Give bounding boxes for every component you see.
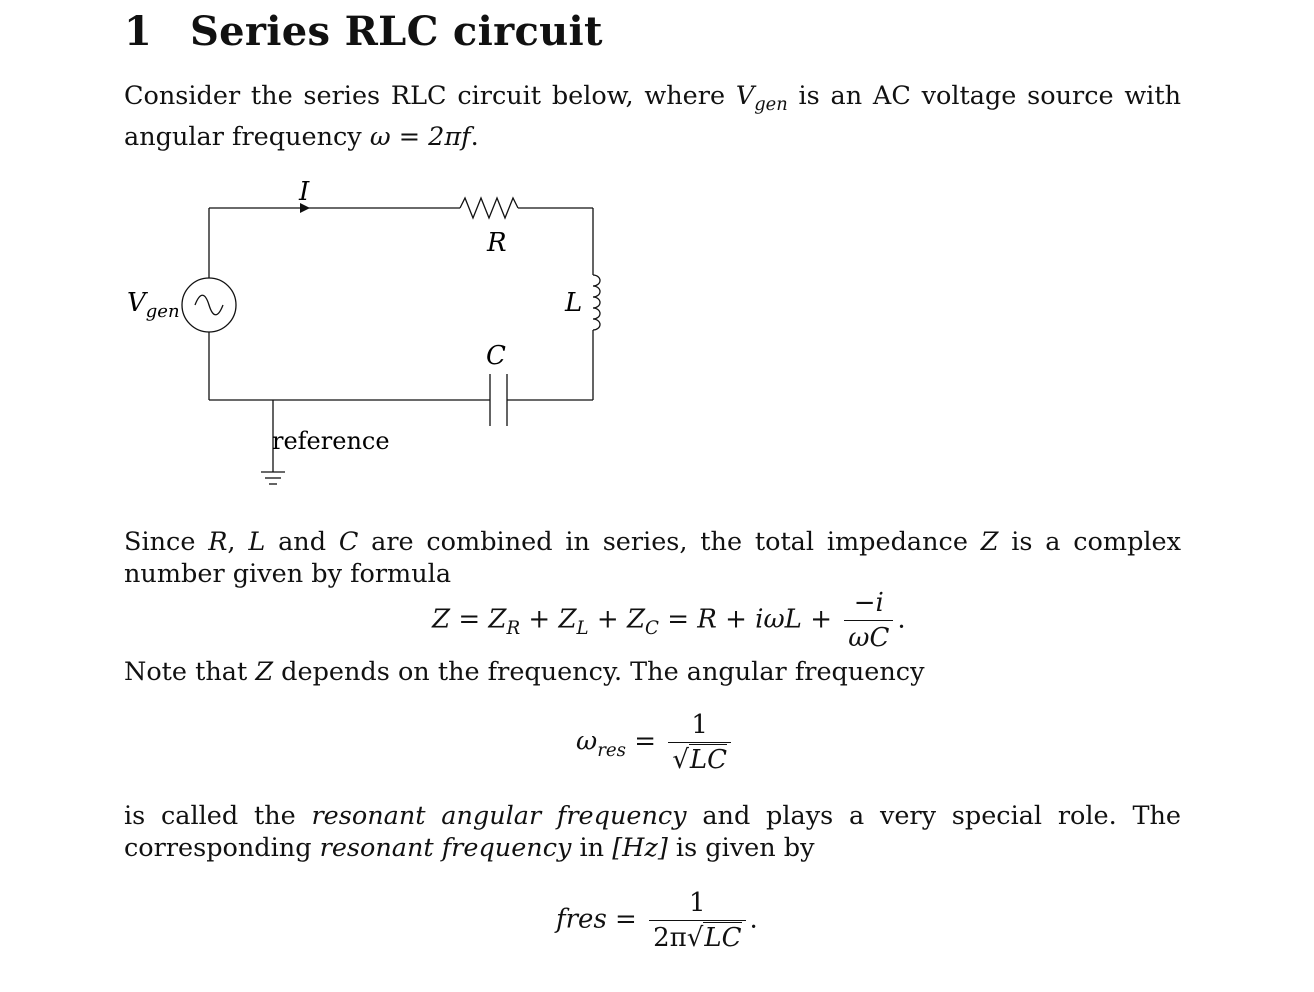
resonant-text-c: in [579,833,605,863]
symbol-l: L [248,527,266,557]
resistor-label: R [486,228,507,258]
impedance-text-c: is a complex number given by formula [124,527,1182,589]
impedance-text-b: are combined in series, the total impeda… [371,527,968,557]
omega-symbol: ω [576,726,598,757]
impedance-paragraph: Since R, L and C are combined in series,… [124,526,1181,590]
rlc-circuit-diagram: I R L C Vgen reference [127,177,601,485]
omega-denominator: √LC [668,742,732,777]
zr-sub: R [506,617,521,639]
resonant-paragraph: is called the resonant angular frequency… [124,800,1181,864]
section-heading: 1 Series RLC circuit [124,8,603,55]
inductor-label: L [564,288,582,318]
symbol-z: Z [980,527,999,557]
fres-symbol: fres [556,904,607,935]
omega-numerator: 1 [691,710,708,740]
symbol-r: R [208,527,228,557]
resonant-text-d: is given by [675,833,815,863]
zl-sub: L [576,617,589,639]
sqrt-icon: √ [672,745,689,775]
fres-equals: = [606,904,646,935]
resonant-text-b: and plays a very special role. The corre… [124,801,1181,863]
term-resonant-angular-frequency: resonant angular frequency [311,801,687,831]
zc-sub: C [645,617,659,639]
note-text-b: depends on the frequency. The angular fr… [281,657,925,687]
resonant-text-a: is called the [124,801,296,831]
omega-res-formula: ωres = 1√LC [576,708,735,777]
omega-equals: = [626,726,665,757]
symbol-c: C [338,527,359,557]
source-label: Vgen [127,288,180,322]
formula-plus-1: + Z [520,604,577,635]
note-paragraph: Note that Z depends on the frequency. Th… [124,656,1181,688]
current-label: I [298,177,310,207]
intro-text-1: Consider the series RLC circuit below, w… [124,81,726,111]
word-and: and [278,527,327,557]
fres-numerator: 1 [689,888,706,918]
omega-equation: ω = 2πf [369,122,471,153]
formula-lhs: Z = Z [432,604,507,635]
current-arrow-icon [300,203,310,213]
unit-hz: [Hz] [612,833,668,863]
comma: , [227,527,236,557]
two-pi: 2π [653,923,687,953]
fres-period: . [749,904,758,935]
fres-sqrt-icon: √ [686,923,704,953]
ac-sine-icon [194,294,224,316]
formula-rhs: = R + iωL + [658,604,841,635]
term-resonant-frequency: resonant frequency [319,833,572,863]
fraction-numerator: −i [853,588,884,618]
note-symbol-z: Z [255,657,274,687]
fres-sqrt-argument: LC [703,922,742,953]
note-text-a: Note that [124,657,248,687]
fraction-denominator: ωC [844,620,894,655]
section-title: Series RLC circuit [190,8,603,55]
inductor-symbol [592,274,601,331]
impedance-text-a: Since [124,527,196,557]
intro-period: . [470,122,479,153]
intro-paragraph: Consider the series RLC circuit below, w… [124,80,1181,153]
ground-label: reference [272,427,390,455]
formula-plus-2: + Z [588,604,646,635]
section-number: 1 [124,8,153,55]
omega-fraction: 1√LC [668,708,732,777]
resistor-symbol [459,196,519,220]
sqrt-argument: LC [688,744,728,775]
omega-sub: res [597,739,626,761]
formula-period: . [897,604,906,635]
fres-denominator: 2π√LC [649,920,746,955]
intro-text-2: is an AC voltage source with angular fre… [124,81,1182,153]
vgen-symbol: Vgen [735,81,788,116]
capacitor-label: C [486,341,506,371]
